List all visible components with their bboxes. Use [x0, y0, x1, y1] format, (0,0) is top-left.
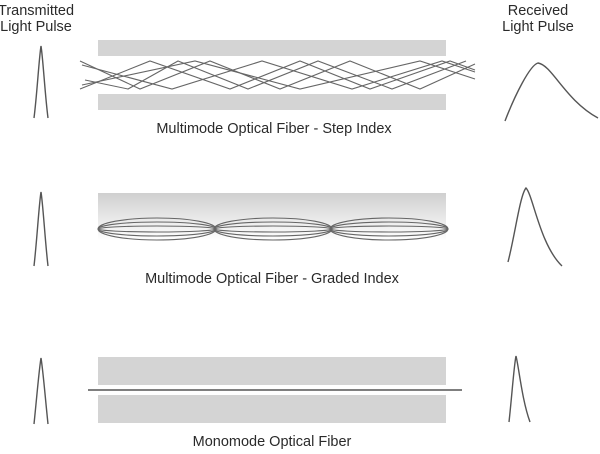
fiber-label-graded-index: Multimode Optical Fiber - Graded Index: [145, 271, 400, 287]
transmitted-pulse-graded-index: [33, 191, 49, 267]
fiber-label-monomode: Monomode Optical Fiber: [193, 434, 352, 450]
cladding-bottom-monomode: [98, 395, 446, 423]
ray-paths-graded-index: [97, 217, 449, 241]
transmitted-header-line2: Light Pulse: [0, 19, 72, 35]
ray-paths-step-index: [79, 60, 476, 90]
fiber-label-step-index: Multimode Optical Fiber - Step Index: [156, 121, 392, 137]
received-pulse-monomode: [508, 355, 531, 423]
received-header-line1: Received: [508, 3, 568, 19]
transmitted-header-line1: Transmitted: [0, 3, 74, 19]
transmitted-pulse-step-index: [33, 45, 49, 119]
cladding-bottom-step-index: [98, 94, 446, 110]
cladding-top-step-index: [98, 40, 446, 56]
received-pulse-step-index: [504, 62, 599, 122]
received-header-line2: Light Pulse: [502, 19, 574, 35]
cladding-graded-index: [98, 193, 446, 241]
received-pulse-graded-index: [507, 186, 563, 267]
transmitted-pulse-monomode: [33, 357, 49, 425]
cladding-top-monomode: [98, 357, 446, 385]
